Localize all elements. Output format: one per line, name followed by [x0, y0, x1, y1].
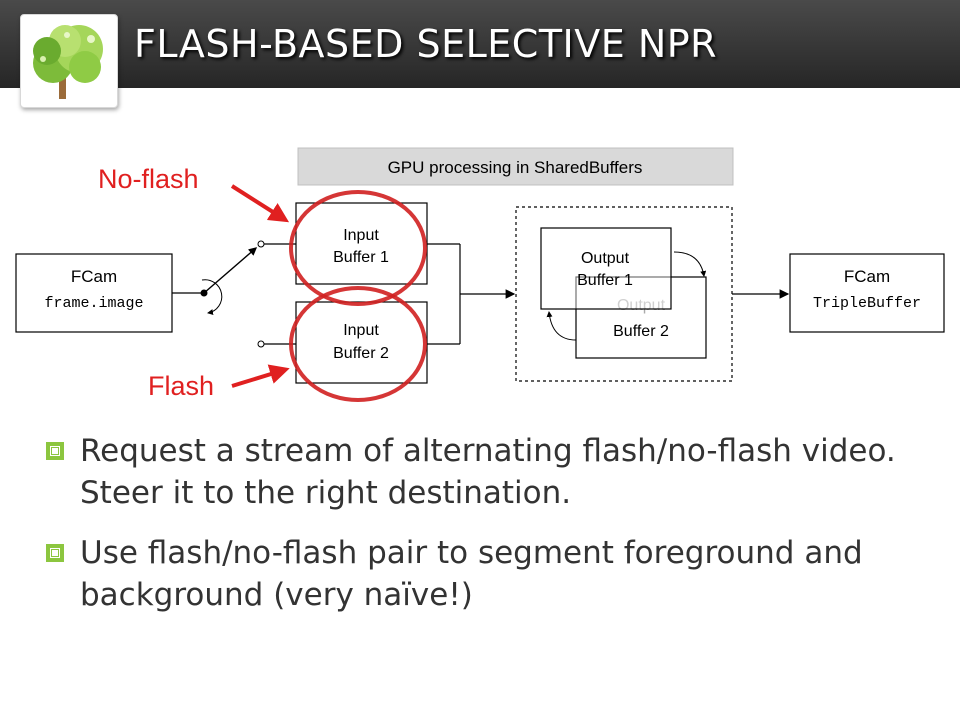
- flash-highlight: [289, 286, 427, 402]
- bullet-text: Request a stream of alternating flash/no…: [80, 433, 896, 511]
- input-buffer-2-sublabel: Buffer 2: [333, 345, 389, 362]
- bullet-item: Use flash/no-flash pair to segment foreg…: [40, 532, 920, 616]
- title-bar: FLASH-BASED SELECTIVE NPR: [0, 0, 960, 88]
- sink-label: FCam: [844, 267, 890, 286]
- no-flash-label: No-flash: [98, 164, 199, 194]
- output-buffer-1-sublabel: Buffer 1: [577, 272, 633, 289]
- no-flash-arrow: [230, 184, 290, 223]
- tree-icon: [33, 25, 103, 99]
- square-bullet-icon: [46, 544, 64, 562]
- swap-arrow-down: [673, 251, 707, 277]
- square-bullet-icon: [46, 442, 64, 460]
- gpu-banner: GPU processing in SharedBuffers: [297, 147, 734, 186]
- no-flash-highlight: [289, 190, 427, 306]
- output-buffer-1-label: Output: [581, 250, 630, 267]
- sink-sublabel: TripleBuffer: [813, 295, 921, 312]
- source-sublabel: frame.image: [44, 295, 143, 312]
- logo: [20, 14, 118, 108]
- input-buffer-2: Input Buffer 2: [295, 301, 428, 384]
- source-label: FCam: [71, 267, 117, 286]
- merge-connector: [427, 243, 516, 345]
- output-buffer-2: Output . Buffer 2: [575, 276, 707, 359]
- input-buffer-1-label: Input: [343, 227, 379, 244]
- flash-label: Flash: [148, 371, 214, 401]
- output-buffer-2-ghost-label: Output: [617, 297, 666, 314]
- pipeline-diagram: GPU processing in SharedBuffers FCam fra…: [15, 147, 945, 402]
- source-box: FCam frame.image: [15, 253, 173, 333]
- flash-arrow: [231, 364, 290, 388]
- bullet-text: Use flash/no-flash pair to segment foreg…: [80, 535, 863, 613]
- slide-title: FLASH-BASED SELECTIVE NPR: [134, 22, 718, 66]
- bullet-item: Request a stream of alternating flash/no…: [40, 430, 920, 514]
- sink-box: FCam TripleBuffer: [789, 253, 945, 333]
- input-buffer-1: Input Buffer 1: [295, 202, 428, 285]
- output-buffer-2-sublabel: Buffer 2: [613, 323, 669, 340]
- output-buffer-1: Output Buffer 1: [540, 227, 672, 310]
- input-buffer-2-label: Input: [343, 322, 379, 339]
- bullet-list: Request a stream of alternating flash/no…: [40, 430, 920, 634]
- swap-arrow-up: [546, 311, 577, 341]
- switch: [172, 240, 296, 348]
- gpu-banner-label: GPU processing in SharedBuffers: [388, 158, 643, 177]
- input-buffer-1-sublabel: Buffer 1: [333, 249, 389, 266]
